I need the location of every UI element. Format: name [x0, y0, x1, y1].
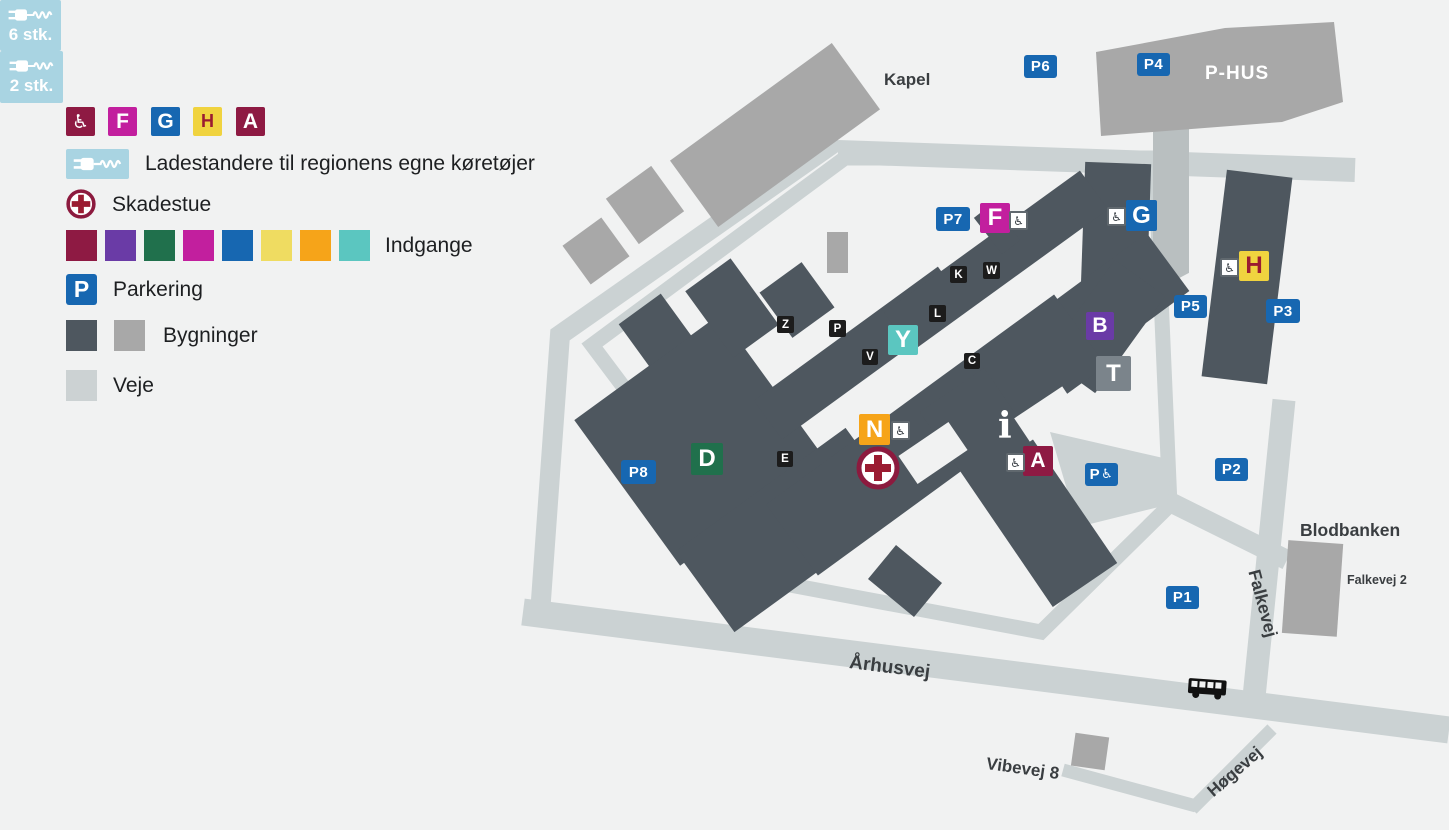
legend-indgange-label: Indgange: [385, 234, 473, 257]
legend-color-teal: [339, 230, 370, 261]
building-t: T: [1096, 356, 1131, 391]
plug-icon: [9, 60, 53, 72]
charging-station-6: 6 stk.: [0, 0, 61, 51]
entrance-d: D: [691, 443, 723, 475]
door-e: E: [777, 451, 793, 467]
entrance-f: F: [980, 203, 1010, 233]
skadestue-map-icon: [856, 446, 900, 490]
legend-parkering-label: Parkering: [113, 278, 203, 301]
parking-handicap-p: P: [1089, 466, 1101, 483]
legend-color-orange: [300, 230, 331, 261]
parking-p5: P5: [1174, 295, 1207, 318]
plug-icon: [8, 8, 52, 21]
parking-p2: P2: [1215, 458, 1248, 481]
parking-handicap: P♿: [1085, 463, 1118, 486]
west-wing-tooth-2: [685, 258, 779, 358]
label-blodbanken: Blodbanken: [1300, 520, 1401, 540]
bus-icon: [1187, 678, 1227, 700]
legend-color-blue: [222, 230, 253, 261]
handicap-icon: ♿: [1101, 467, 1114, 482]
entrance-b: B: [1086, 312, 1114, 340]
small-gray-building: [827, 232, 848, 273]
parking-p3: P3: [1266, 299, 1300, 323]
label-phus: P-HUS: [1205, 63, 1270, 84]
door-w: W: [983, 262, 1000, 279]
courtyard-cut-2: [1014, 386, 1078, 442]
parking-p4: P4: [1137, 53, 1170, 76]
label-kapel: Kapel: [884, 70, 931, 89]
charging-station-2: 2 stk.: [0, 51, 63, 103]
door-k: K: [950, 266, 967, 283]
kapel-building: [669, 43, 881, 227]
wheelchair-icon: ♿: [71, 110, 90, 133]
parking-p6: P6: [1024, 55, 1057, 78]
road-aarhusvej: [521, 598, 1449, 744]
legend-color-purple: [105, 230, 136, 261]
door-p: P: [829, 320, 846, 337]
courtyard-cut-1: [898, 421, 968, 485]
kapel-annex-1: [605, 165, 685, 245]
entrance-a-wheelchair-icon: ♿: [1006, 453, 1025, 472]
legend-veje-label: Veje: [113, 374, 154, 397]
legend-veje-swatch: [66, 370, 97, 401]
charging-count-label: 6 stk.: [8, 24, 53, 44]
legend-charging-icon: [66, 149, 129, 179]
wing-south-tooth: [867, 545, 943, 617]
entrance-a: A: [1023, 446, 1053, 476]
entrance-h-wheelchair-icon: ♿: [1220, 258, 1239, 277]
label-falkevej2: Falkevej 2: [1347, 573, 1407, 587]
kapel-annex-2: [562, 217, 630, 285]
entrance-n: N: [859, 414, 890, 445]
legend-skadestue-icon: [66, 189, 96, 219]
legend-charging-label: Ladestandere til regionens egne køretøje…: [145, 152, 535, 175]
skadestue-icon: [66, 189, 96, 219]
blodbanken-building: [1281, 540, 1344, 637]
parking-p7: P7: [936, 207, 970, 231]
door-z: Z: [777, 316, 794, 333]
hospital-buildings: [574, 161, 1293, 633]
legend-entrance-g: G: [151, 107, 180, 136]
entrance-g: G: [1126, 200, 1157, 231]
parking-p8: P8: [621, 460, 656, 484]
courtyard-cuts: [898, 386, 1078, 485]
west-wing-tooth-1: [618, 293, 692, 367]
vibevej-building: [1070, 732, 1110, 771]
legend-color-green: [144, 230, 175, 261]
entrance-n-wheelchair-icon: ♿: [891, 421, 910, 440]
door-c: C: [964, 353, 980, 369]
west-wing-tooth-3: [759, 262, 835, 338]
wing-cross: [919, 368, 1118, 607]
parking-p1: P1: [1166, 586, 1199, 609]
legend-color-yellow: [261, 230, 292, 261]
entrance-f-wheelchair-icon: ♿: [1009, 211, 1028, 230]
legend-building-dark-swatch: [66, 320, 97, 351]
phus-building: [1096, 22, 1343, 136]
road-connector: [1165, 493, 1292, 569]
plug-icon: [73, 157, 121, 171]
entrance-g-wheelchair-icon: ♿: [1107, 207, 1126, 226]
gray-buildings: [562, 22, 1344, 771]
charging-count-label: 2 stk.: [9, 76, 54, 95]
door-l: L: [929, 305, 946, 322]
legend-entrance-h: H: [193, 107, 222, 136]
legend-color-darkred: [66, 230, 97, 261]
info-icon: i: [998, 405, 1012, 447]
legend-building-gray-swatch: [114, 320, 145, 351]
road-vibevej: [1061, 763, 1198, 813]
legend-parking-icon: P: [66, 274, 97, 305]
entrance-h: H: [1239, 251, 1269, 281]
legend-skadestue-label: Skadestue: [112, 193, 212, 216]
legend-color-magenta: [183, 230, 214, 261]
legend-bygninger-label: Bygninger: [163, 324, 258, 347]
door-v: V: [862, 349, 878, 365]
entrance-y: Y: [888, 325, 918, 355]
legend-entrance-a: A: [236, 107, 265, 136]
legend-entrance-f: F: [108, 107, 137, 136]
legend-wheelchair-icon: ♿: [66, 107, 95, 136]
road-hogevej: [1187, 724, 1277, 814]
